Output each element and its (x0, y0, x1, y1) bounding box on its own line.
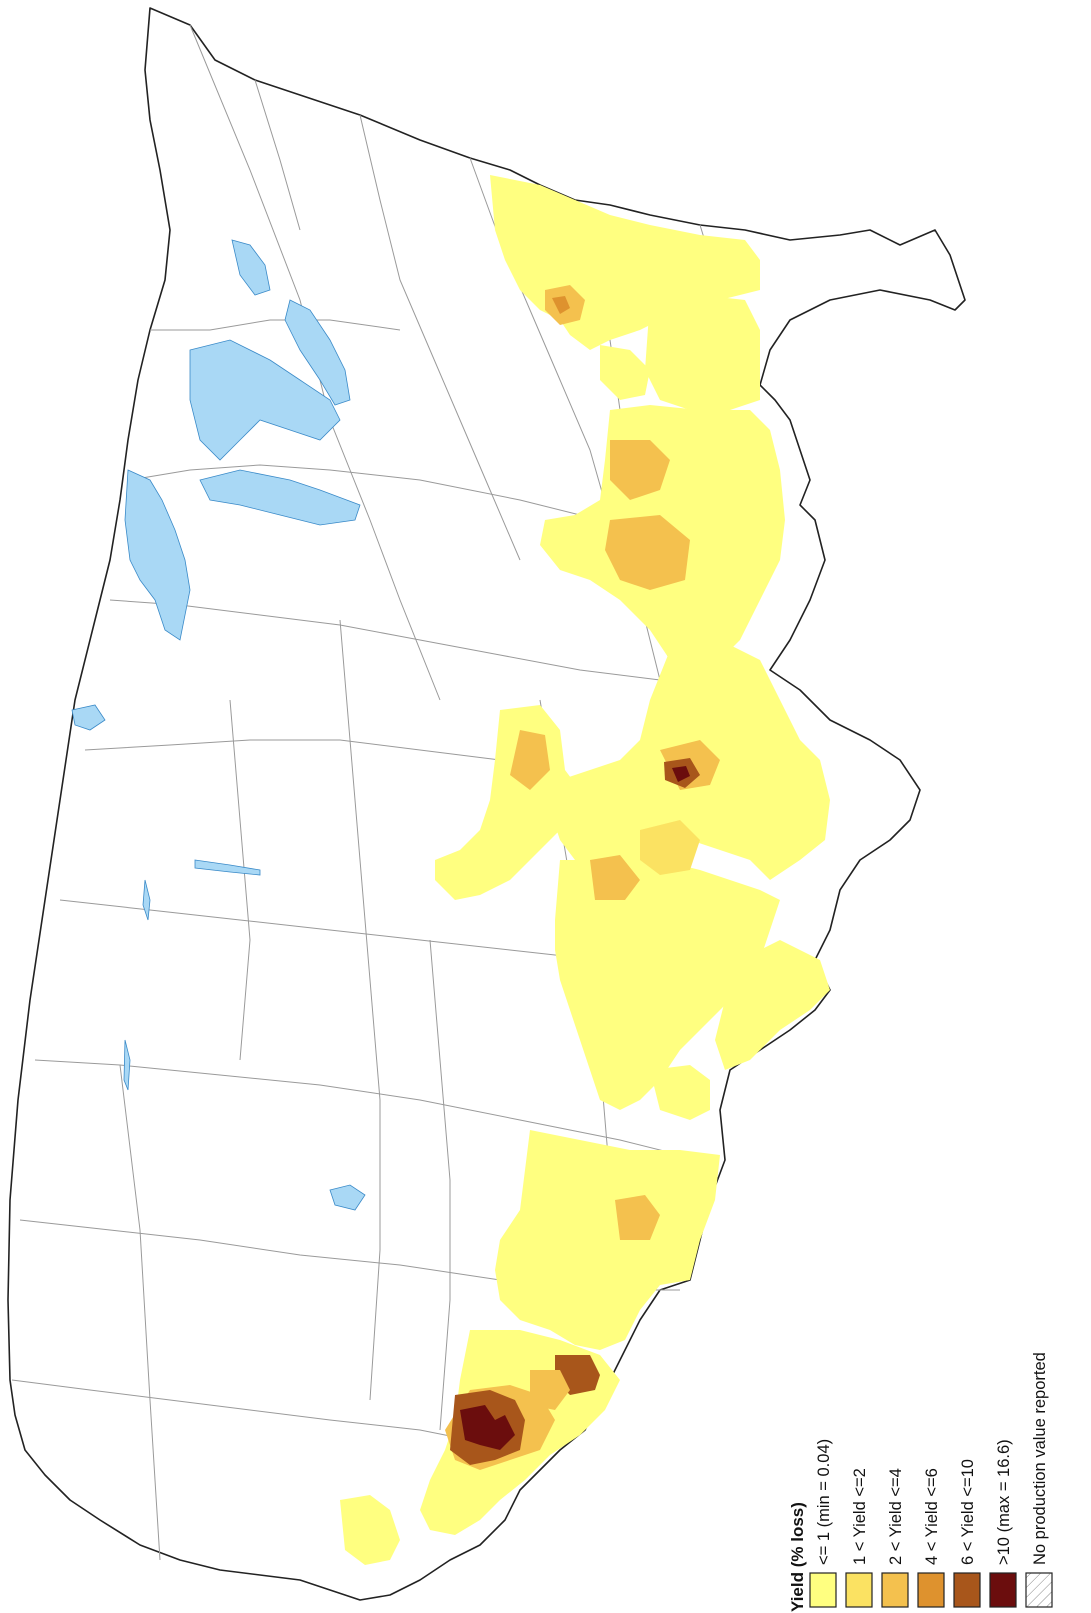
legend-swatch-0 (809, 1572, 837, 1608)
legend-swatch-5 (989, 1572, 1017, 1608)
water-bodies (71, 239, 366, 1211)
us-land-outline (7, 7, 966, 1601)
legend-swatch-3 (917, 1572, 945, 1608)
yield-regions (340, 175, 830, 1565)
legend-label-3: 4 < Yield <=6 (923, 1468, 941, 1565)
legend: Yield (% loss) <= 1 (min = 0.04) 1 < Yiel… (788, 1352, 1053, 1612)
legend-swatch-4 (953, 1572, 981, 1608)
lake-superior (124, 469, 191, 641)
legend-swatch-2 (881, 1572, 909, 1608)
lake-erie (284, 299, 351, 406)
legend-swatch-6 (1025, 1572, 1053, 1608)
lake-michigan (199, 469, 361, 526)
legend-label-6: No production value reported (1031, 1352, 1049, 1565)
legend-label-5: >10 (max = 16.6) (995, 1439, 1013, 1565)
legend-label-4: 6 < Yield <=10 (959, 1459, 977, 1565)
legend-label-2: 2 < Yield <=4 (887, 1468, 905, 1565)
legend-label-0: <= 1 (min = 0.04) (815, 1439, 833, 1565)
lake-ontario (231, 239, 271, 296)
legend-title: Yield (% loss) (788, 1502, 807, 1612)
legend-label-1: 1 < Yield <=2 (851, 1468, 869, 1565)
lake-huron (189, 339, 341, 461)
yield-region-south (495, 1130, 720, 1350)
legend-swatch-1 (845, 1572, 873, 1608)
